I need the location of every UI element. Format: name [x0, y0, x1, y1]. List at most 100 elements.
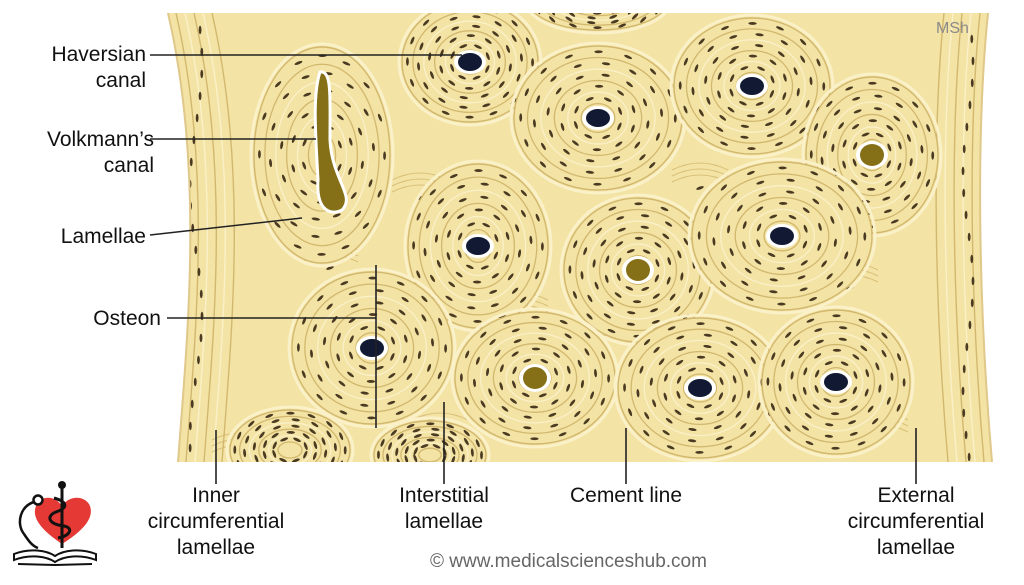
lacuna — [465, 350, 470, 359]
lacuna — [480, 400, 486, 408]
lacuna — [325, 472, 333, 480]
lacuna — [654, 274, 660, 283]
lacuna — [449, 313, 457, 318]
lacuna — [706, 96, 711, 105]
lacuna — [875, 362, 880, 371]
lacuna — [197, 355, 200, 365]
lacuna — [389, 473, 397, 481]
lacuna — [274, 81, 282, 88]
interstitial-lamella-arc — [671, 162, 729, 171]
lacuna — [587, 219, 594, 226]
lacuna — [784, 425, 791, 432]
lacuna — [830, 412, 840, 416]
lacuna — [586, 159, 595, 163]
lacuna — [317, 295, 324, 302]
lacuna — [848, 420, 857, 425]
lacuna — [665, 417, 673, 424]
lacuna — [721, 261, 727, 269]
lacuna — [416, 270, 421, 279]
lamella-ring — [796, 343, 876, 421]
lacuna — [884, 180, 892, 186]
lacuna — [797, 275, 806, 280]
lacuna — [512, 380, 516, 389]
lacuna — [695, 450, 704, 454]
lacuna — [852, 386, 858, 395]
lacuna — [573, 240, 578, 249]
lacuna — [712, 237, 716, 246]
lacuna — [480, 331, 487, 338]
lacuna — [627, 311, 636, 315]
lacuna — [891, 86, 900, 91]
lacuna — [703, 333, 713, 337]
lamella-ring — [553, 79, 643, 157]
lacuna — [820, 156, 824, 165]
lacuna — [644, 411, 650, 420]
lacuna — [406, 423, 415, 429]
lacuna — [777, 302, 786, 306]
lacuna — [412, 440, 420, 446]
lacuna — [323, 336, 327, 346]
lacuna — [874, 173, 883, 178]
lacuna — [649, 0, 653, 2]
lacuna — [852, 96, 861, 101]
lacuna — [863, 232, 867, 241]
lacuna — [740, 124, 750, 128]
lacuna — [467, 293, 476, 297]
lacuna — [629, 69, 637, 75]
lacuna — [748, 22, 757, 25]
lacuna — [669, 293, 676, 301]
lacuna — [890, 219, 899, 224]
osteon-body — [373, 420, 487, 462]
lamella-ring — [409, 442, 451, 462]
lacuna — [792, 393, 797, 402]
lacuna — [459, 105, 468, 109]
lacuna — [434, 234, 439, 243]
lacuna — [460, 373, 463, 382]
lacuna — [367, 416, 376, 420]
lacuna — [248, 420, 255, 427]
lacuna — [474, 44, 482, 49]
lacuna — [511, 34, 517, 42]
lacuna — [499, 382, 504, 391]
lacuna — [617, 227, 626, 232]
osteon — [287, 267, 457, 429]
lacuna — [719, 114, 727, 121]
lamella-ring — [826, 101, 918, 209]
lacuna — [594, 84, 604, 88]
lacuna — [441, 110, 450, 115]
lacuna — [595, 227, 602, 234]
lacuna — [261, 188, 267, 197]
lacuna — [371, 142, 375, 152]
label-lamellae: Lamellae — [60, 225, 146, 248]
lacuna — [607, 328, 616, 334]
lacuna — [199, 333, 203, 343]
lacuna — [667, 257, 672, 266]
lacuna — [262, 450, 267, 459]
lacuna — [464, 86, 474, 90]
label-line: lamellae — [876, 536, 956, 559]
lacuna — [800, 260, 808, 266]
lacuna — [716, 126, 724, 132]
lacuna — [194, 245, 198, 255]
lacuna — [549, 129, 554, 138]
lacuna — [317, 374, 323, 382]
lacuna — [546, 107, 550, 116]
lacuna — [600, 397, 605, 406]
lacuna — [806, 318, 815, 323]
lacuna — [457, 213, 465, 219]
lacuna — [569, 399, 576, 407]
lacuna — [285, 466, 293, 469]
lacuna — [683, 105, 688, 114]
lacuna — [413, 447, 418, 455]
lacuna — [783, 73, 787, 82]
lacuna — [360, 326, 369, 331]
lacuna — [520, 296, 527, 303]
lacuna — [375, 301, 384, 305]
inner-lamella-line — [175, 13, 200, 462]
lamella-ring — [412, 13, 528, 114]
lacuna — [610, 19, 619, 24]
lacuna — [395, 410, 404, 415]
lacuna — [396, 458, 401, 462]
lamella-ring — [391, 431, 469, 462]
lacuna — [754, 44, 764, 48]
